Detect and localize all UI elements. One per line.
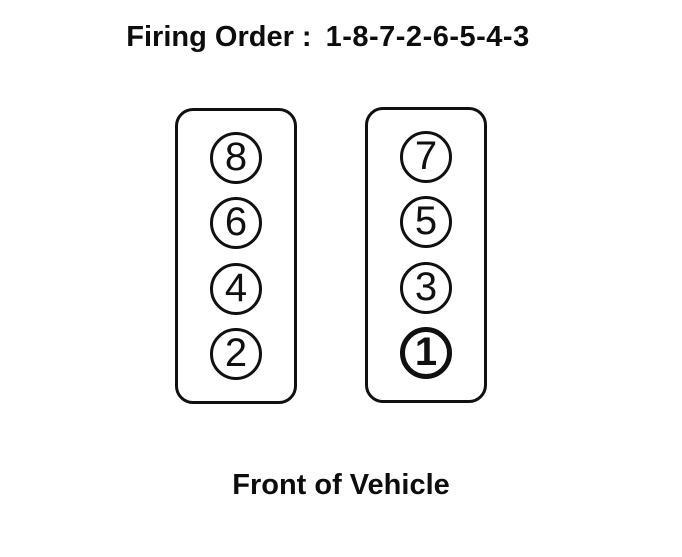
cylinder-7-number: 7 [414,134,438,178]
cylinder-1: 1 [400,326,452,379]
firing-order-label: Firing Order : [126,21,312,53]
cylinder-2-number: 2 [224,330,248,375]
cylinder-5-number: 5 [414,199,438,244]
cylinder-bank-right: 7 5 3 1 [365,107,487,403]
cylinder-6-number: 6 [224,200,248,245]
cylinder-8-number: 8 [224,135,248,179]
cylinder-4-number: 4 [224,265,248,310]
front-of-vehicle-label: Front of Vehicle [232,469,450,501]
cylinder-7: 7 [400,131,452,183]
cylinder-8: 8 [210,132,262,184]
diagram-title: Firing Order : 1-8-7-2-6-5-4-3 [0,21,656,54]
cylinder-2: 2 [210,327,262,380]
cylinder-3-number: 3 [414,264,438,309]
cylinder-4: 4 [210,262,262,315]
cylinder-1-number: 1 [414,329,438,374]
firing-order-sequence: 1-8-7-2-6-5-4-3 [325,21,530,53]
cylinder-5: 5 [400,196,452,249]
cylinder-bank-left: 8 6 4 2 [175,108,297,404]
cylinder-6: 6 [210,197,262,250]
cylinder-3: 3 [400,261,452,314]
